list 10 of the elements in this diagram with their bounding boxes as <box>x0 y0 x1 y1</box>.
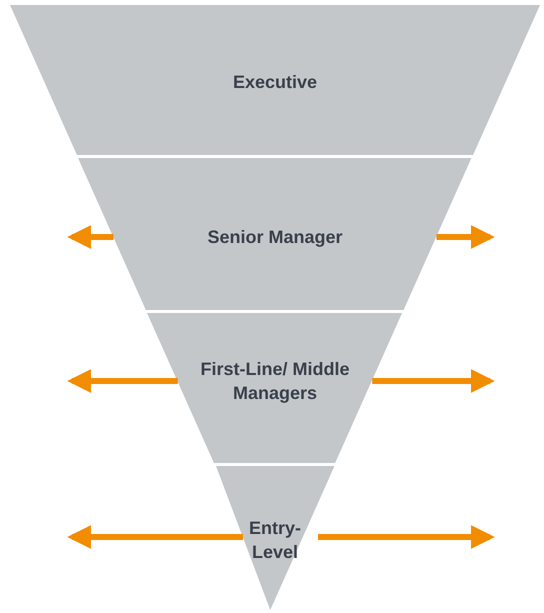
arrow <box>67 369 178 393</box>
level-label: Senior Manager <box>206 226 344 249</box>
arrow <box>436 225 495 249</box>
arrow <box>67 525 243 549</box>
level-label: Executive <box>232 71 318 94</box>
arrow <box>67 225 114 249</box>
arrow <box>372 369 495 393</box>
level-label: Entry-Level <box>248 517 302 564</box>
level-label: First-Line/ Middle Managers <box>199 358 350 405</box>
arrow <box>318 525 495 549</box>
